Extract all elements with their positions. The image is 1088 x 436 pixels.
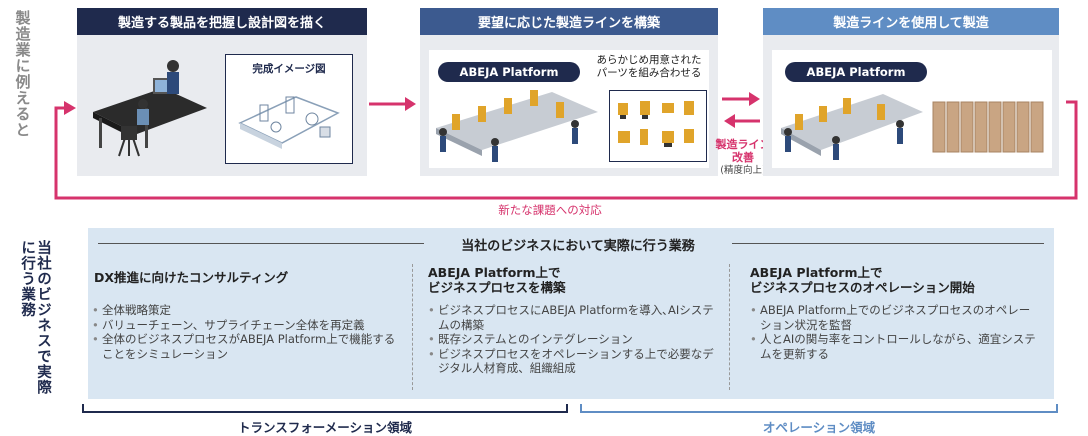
build-process-bullets: ビジネスプロセスにABEJA Platformを導入､AIシステムの構築 既存シ… [428,303,722,376]
panel-manufacture-title: 製造ラインを使用して製造 [763,8,1059,35]
side-label-example: 製造業に例えると [13,10,32,138]
build-process-title-line2: ビジネスプロセスを構築 [428,280,566,295]
business-header-rule-left [98,243,424,244]
operation-domain-label: オペレーション領域 [762,420,876,435]
build-process-title: ABEJA Platform上で ビジネスプロセスを構築 [428,265,724,295]
operation-bullet-1: ABEJA Platform上でのビジネスプロセスのオペレーション状況を監督 [750,303,1040,332]
line-improve-line1: 製造ライン [715,138,771,151]
operation-bracket [580,404,1058,413]
operation-title-line2: ビジネスプロセスのオペレーション開始 [750,280,975,295]
panel-build-title: 要望に応じた製造ラインを構築 [420,8,718,35]
office-illustration [93,60,207,157]
line-improve-sub: (精度向上) [720,165,766,176]
column-divider-1 [412,264,413,390]
product-boxes-illustration [932,101,1044,153]
factory-line-illustration [436,90,598,162]
operation-bullet-2: 人とAIの関与率をコントロールしながら、適宜システムを更新する [750,332,1040,361]
consulting-bullet-1: 全体戦略策定 [92,303,404,318]
line-improve-label: 製造ライン 改善 (精度向上) [700,138,786,177]
operation-title-line1: ABEJA Platform上で [750,265,883,280]
panel-design-title: 製造する製品を把握し設計図を描く [77,8,367,35]
parts-note: あらかじめ用意された パーツを組み合わせる [596,54,702,79]
build-process-bullet-2: 既存システムとのインテグレーション [428,332,722,347]
transformation-bracket [82,404,568,413]
build-process-title-line1: ABEJA Platform上で [428,265,561,280]
consulting-title-line1: DX推進に向けたコンサルティング [94,270,289,285]
side-label-business: 当社のビジネスで実際に行う業務 [19,240,51,395]
loop-arrow-head [64,101,76,115]
abeja-platform-pill-2: ABEJA Platform [785,62,927,82]
operation-title: ABEJA Platform上で ビジネスプロセスのオペレーション開始 [750,265,1046,295]
new-issue-label: 新たな課題への対応 [498,203,602,217]
flow-loop-arrows [54,92,1078,200]
business-header-rule-right [732,243,1044,244]
business-header: 当社のビジネスにおいて実際に行う業務 [461,239,695,254]
panel-manufacture: 製造ラインを使用して製造 ABEJA Platform [763,8,1059,176]
consulting-title: DX推進に向けたコンサルティング [94,270,406,285]
consulting-bullets: 全体戦略策定 バリューチェーン、サプライチェーン全体を再定義 全体のビジネスプロ… [92,303,404,361]
build-process-bullet-3: ビジネスプロセスをオペレーションする上で必要なデジタル人材育成、組織組成 [428,347,722,376]
line-improve-line2: 改善 [732,151,754,164]
operation-bullets: ABEJA Platform上でのビジネスプロセスのオペレーション状況を監督 人… [750,303,1040,361]
production-line-illustration [781,94,923,160]
line-sketch-illustration [238,96,340,149]
column-divider-2 [729,264,730,390]
abeja-platform-pill: ABEJA Platform [438,62,580,82]
panel-build-line: 要望に応じた製造ラインを構築 ABEJA Platform あらかじめ用意された… [420,8,718,176]
parts-frame [609,90,707,162]
transformation-domain-label: トランスフォーメーション領域 [237,420,412,435]
consulting-bullet-3: 全体のビジネスプロセスがABEJA Platform上で機能することをシミュレー… [92,332,404,361]
consulting-bullet-2: バリューチェーン、サプライチェーン全体を再定義 [92,318,404,333]
robot-parts-illustration [618,101,694,147]
blueprint-label: 完成イメージ図 [252,63,326,75]
blueprint-frame: 完成イメージ図 [225,54,353,164]
build-process-bullet-1: ビジネスプロセスにABEJA Platformを導入､AIシステムの構築 [428,303,722,332]
panel-design: 製造する製品を把握し設計図を描く 完成イメージ図 [77,8,367,176]
